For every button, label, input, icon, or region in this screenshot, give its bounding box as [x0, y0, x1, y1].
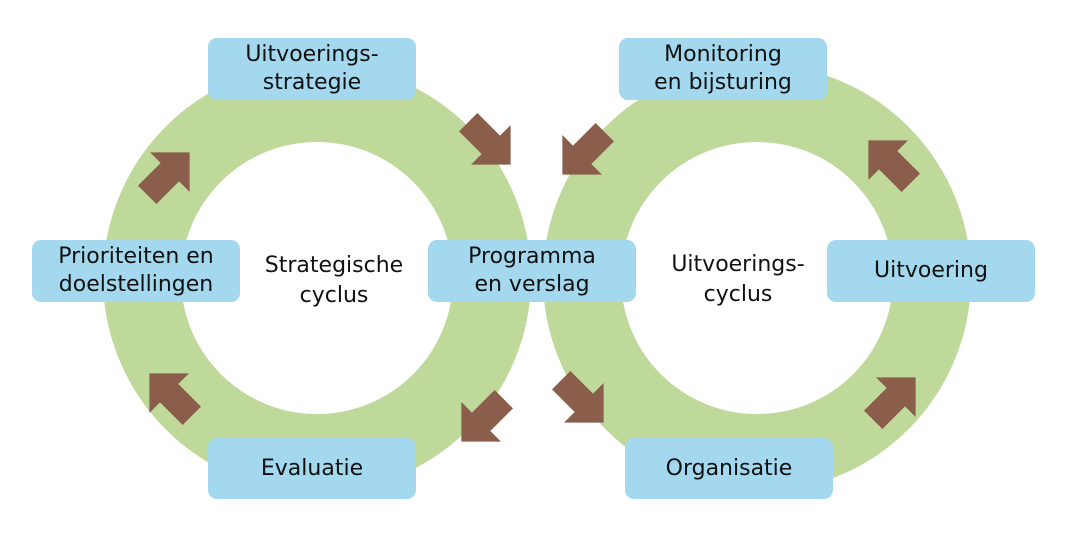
box-prioriteiten: Prioriteiten en doelstellingen: [32, 240, 240, 302]
execution-cycle-label-line2: cyclus: [703, 282, 773, 307]
strategic-cycle-label-line2: cyclus: [299, 283, 369, 308]
execution-cycle-label: Uitvoerings- cyclus: [650, 250, 826, 310]
arrow-programma-to-evaluatie-icon: [461, 390, 513, 442]
box-uitvoeringsstrategie-line1: Uitvoerings-: [245, 42, 379, 67]
strategic-cycle-label-line1: Strategische: [264, 253, 404, 278]
box-prioriteiten-line1: Prioriteiten en: [58, 244, 214, 269]
box-organisatie-line1: Organisatie: [665, 455, 793, 481]
arrow-monitoring-to-programma-icon: [562, 123, 614, 175]
box-programma-line1: Programma: [468, 244, 596, 269]
box-uitvoering: Uitvoering: [827, 240, 1035, 302]
box-monitoring-line2: en bijsturing: [654, 70, 792, 95]
box-programma-line2: en verslag: [474, 272, 590, 297]
arrow-programma-to-organisatie-icon: [552, 371, 604, 423]
arrow-organisatie-to-uitvoering-icon: [864, 377, 916, 429]
box-uitvoeringsstrategie-line2: strategie: [262, 70, 362, 95]
box-evaluatie-line1: Evaluatie: [260, 455, 364, 481]
box-evaluatie: Evaluatie: [208, 438, 416, 499]
execution-cycle-label-line1: Uitvoerings-: [671, 252, 805, 277]
box-organisatie: Organisatie: [625, 438, 833, 499]
strategic-cycle-label: Strategische cyclus: [246, 251, 422, 311]
box-uitvoering-line1: Uitvoering: [874, 258, 988, 283]
box-uitvoeringsstrategie: Uitvoerings- strategie: [208, 38, 416, 100]
flow-arrows: [138, 113, 920, 442]
arrow-evaluatie-to-prioriteiten-icon: [149, 373, 201, 425]
arrow-uitvoering-to-monitoring-icon: [868, 140, 920, 192]
box-programma: Programma en verslag: [428, 240, 636, 302]
box-prioriteiten-line2: doelstellingen: [58, 272, 214, 297]
box-monitoring: Monitoring en bijsturing: [619, 38, 827, 100]
arrow-strategie-to-programma-icon: [459, 113, 511, 165]
arrow-prioriteiten-to-strategie-icon: [138, 152, 190, 204]
box-monitoring-line1: Monitoring: [664, 42, 782, 67]
